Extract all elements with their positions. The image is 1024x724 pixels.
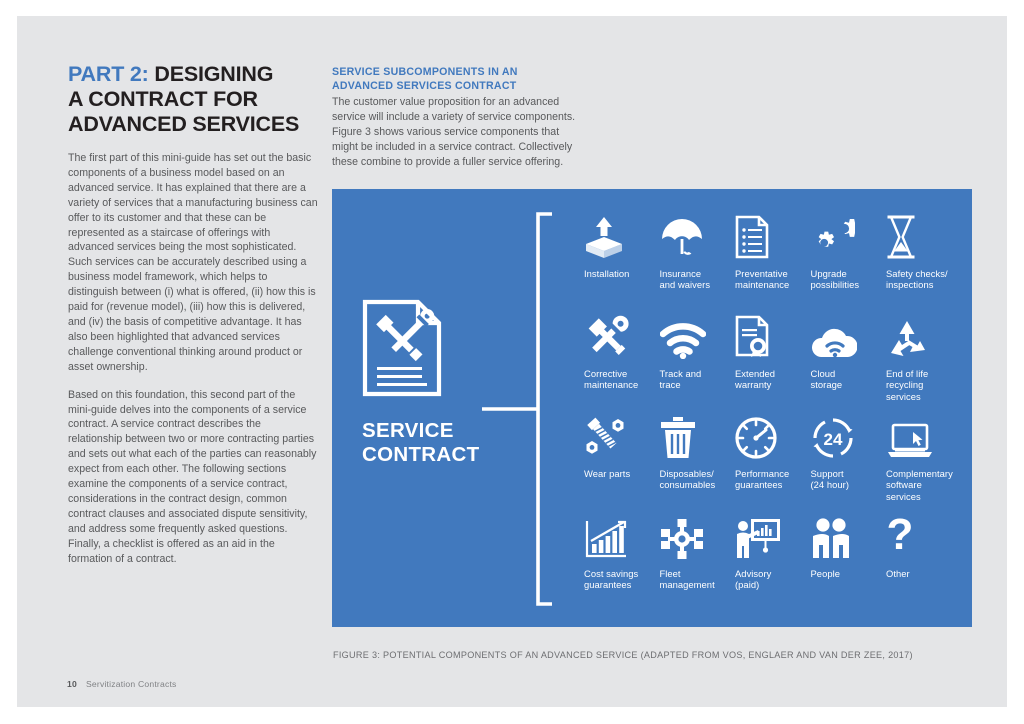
component-wear-parts[interactable]: Wear parts (584, 413, 660, 513)
svg-text:24: 24 (823, 430, 842, 449)
component-label: Complementary software services (886, 468, 953, 502)
component-upgrade-possibilities[interactable]: Upgrade possibilities (811, 213, 887, 313)
question-mark-icon: ? (886, 513, 962, 559)
presentation-person-icon (735, 513, 811, 559)
checklist-document-icon (735, 213, 811, 259)
component-advisory-paid[interactable]: Advisory (paid) (735, 513, 811, 613)
component-complementary-software-services[interactable]: Complementary software services (886, 413, 962, 513)
page-title-line-2: A CONTRACT FOR (68, 87, 258, 111)
component-label: Advisory (paid) (735, 568, 772, 591)
component-label: Preventative maintenance (735, 268, 790, 291)
component-label: Extended warranty (735, 368, 776, 391)
component-other[interactable]: ? Other (886, 513, 962, 613)
bar-chart-growth-icon (584, 513, 660, 559)
left-paragraph-1: The first part of this mini-guide has se… (68, 152, 318, 373)
component-extended-warranty[interactable]: Extended warranty (735, 313, 811, 413)
certificate-rosette-icon (735, 313, 811, 359)
left-column-body: The first part of this mini-guide has se… (68, 151, 318, 566)
network-nodes-icon (660, 513, 736, 559)
contract-document-tools-icon (362, 299, 442, 397)
component-label: End of life recycling services (886, 368, 929, 402)
component-corrective-maintenance[interactable]: Corrective maintenance (584, 313, 660, 413)
umbrella-icon (660, 213, 736, 259)
service-components-grid: Installation Insurance and waivers (584, 213, 962, 613)
service-contract-block: SERVICE CONTRACT (362, 299, 522, 467)
component-support-24-hour[interactable]: 24 Support (24 hour) (811, 413, 887, 513)
footer-document-title: Servitization Contracts (85, 679, 177, 689)
component-label: Corrective maintenance (584, 368, 639, 391)
page-title-part-label: PART 2: (68, 62, 149, 86)
bracket-connector (482, 212, 552, 606)
trash-bin-icon (660, 413, 736, 459)
service-contract-title: SERVICE CONTRACT (362, 419, 480, 466)
wifi-signal-icon (659, 313, 736, 359)
right-subheading-line-1: SERVICE SUBCOMPONENTS IN AN (332, 66, 518, 78)
open-box-install-icon (584, 213, 660, 259)
left-paragraph-2: Based on this foundation, this second pa… (68, 388, 317, 565)
recycling-icon (886, 313, 962, 359)
bolt-nut-icon (584, 413, 660, 459)
component-label: Other (886, 568, 910, 579)
component-insurance-and-waivers[interactable]: Insurance and waivers (660, 213, 736, 313)
component-end-of-life-recycling-services[interactable]: End of life recycling services (886, 313, 962, 413)
figure-panel: SERVICE CONTRACT Installation (332, 189, 972, 627)
component-preventative-maintenance[interactable]: Preventative maintenance (735, 213, 811, 313)
right-paragraph: The customer value proposition for an ad… (332, 96, 576, 169)
cloud-wifi-icon (811, 313, 887, 359)
component-label: Wear parts (584, 468, 631, 479)
component-label: People (810, 568, 840, 579)
page-title-line-1-rest: DESIGNING (148, 62, 274, 86)
component-label: Cost savings guarantees (584, 568, 639, 591)
component-performance-guarantees[interactable]: Performance guarantees (735, 413, 811, 513)
component-label: Support (24 hour) (810, 468, 849, 491)
right-column: SERVICE SUBCOMPONENTS IN AN ADVANCED SER… (332, 65, 582, 183)
component-people[interactable]: People (811, 513, 887, 613)
clock-24-hour-icon: 24 (811, 413, 887, 459)
gears-icon (811, 213, 887, 259)
component-label: Safety checks/ inspections (886, 268, 948, 291)
component-label: Upgrade possibilities (810, 268, 860, 291)
page-title-line-3: ADVANCED SERVICES (68, 112, 300, 136)
component-label: Disposables/ consumables (659, 468, 716, 491)
component-fleet-management[interactable]: Fleet management (660, 513, 736, 613)
gauge-meter-icon (735, 413, 811, 459)
crossed-wrench-screwdriver-icon (584, 313, 660, 359)
left-column: PART 2: DESIGNING A CONTRACT FOR ADVANCE… (68, 62, 318, 579)
component-label: Cloud storage (810, 368, 843, 391)
page-footer: 10 Servitization Contracts (67, 679, 177, 689)
laptop-icon (886, 413, 962, 459)
right-subheading-line-2: ADVANCED SERVICES CONTRACT (332, 80, 517, 93)
component-cloud-storage[interactable]: Cloud storage (811, 313, 887, 413)
component-cost-savings-guarantees[interactable]: Cost savings guarantees (584, 513, 660, 613)
page-title: PART 2: DESIGNING A CONTRACT FOR ADVANCE… (68, 62, 318, 137)
svg-text:?: ? (887, 515, 914, 559)
component-disposables-consumables[interactable]: Disposables/ consumables (660, 413, 736, 513)
component-label: Performance guarantees (735, 468, 790, 491)
component-label: Installation (584, 268, 630, 279)
footer-page-number: 10 (67, 679, 77, 689)
figure-caption: FIGURE 3: POTENTIAL COMPONENTS OF AN ADV… (333, 650, 913, 660)
two-people-icon (811, 513, 887, 559)
document-page: PART 2: DESIGNING A CONTRACT FOR ADVANCE… (17, 16, 1007, 707)
component-safety-checks-inspections[interactable]: Safety checks/ inspections (886, 213, 962, 313)
component-label: Fleet management (659, 568, 715, 591)
component-installation[interactable]: Installation (584, 213, 660, 313)
component-label: Track and trace (659, 368, 702, 391)
component-label: Insurance and waivers (659, 268, 711, 291)
page-title-line-1: PART 2: DESIGNING (68, 62, 318, 87)
component-track-and-trace[interactable]: Track and trace (659, 313, 736, 413)
hourglass-icon (886, 213, 962, 259)
